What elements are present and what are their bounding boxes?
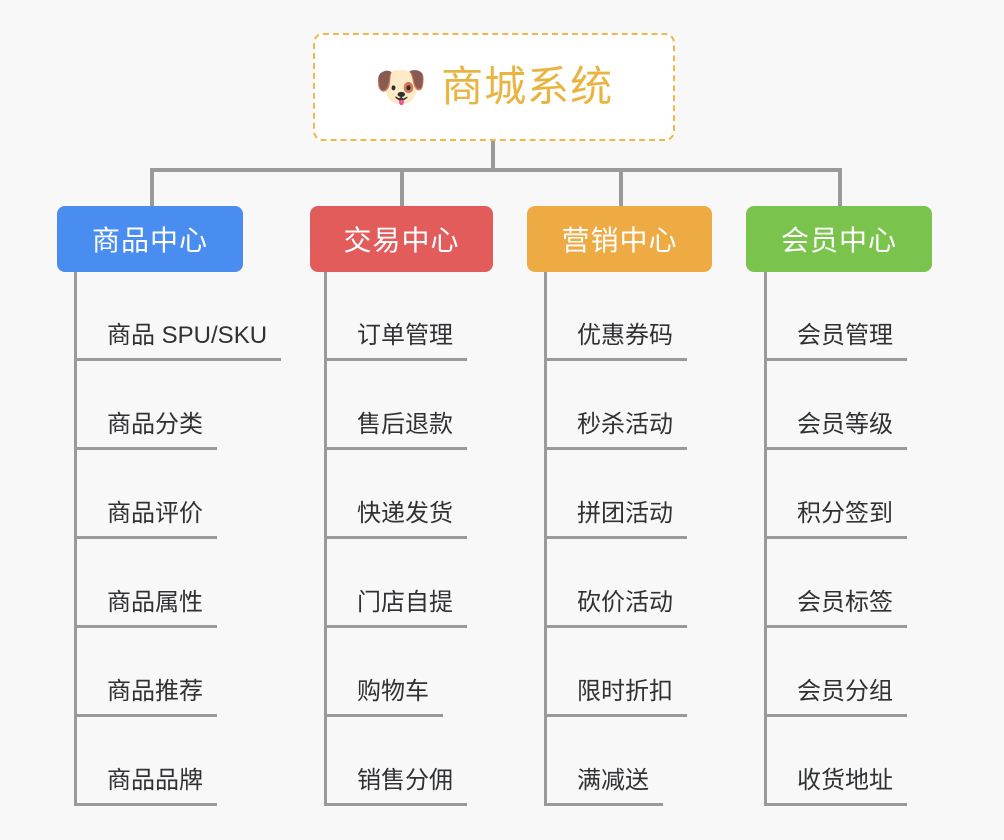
list-item[interactable]: 门店自提 (327, 539, 467, 628)
leaf-label: 收货地址 (767, 769, 907, 806)
leaf-label: 满减送 (547, 769, 663, 806)
branch-header-member-center[interactable]: 会员中心 (746, 206, 932, 272)
list-item[interactable]: 购物车 (327, 628, 467, 717)
branch-header-label: 会员中心 (780, 225, 897, 256)
leaf-list-trade-center: 订单管理 售后退款 快递发货 门店自提 购物车 销售分佣 (324, 272, 467, 806)
leaf-label: 门店自提 (327, 591, 467, 628)
leaf-label: 商品推荐 (77, 680, 217, 717)
leaf-label: 限时折扣 (547, 680, 687, 717)
leaf-list-product-center: 商品 SPU/SKU 商品分类 商品评价 商品属性 商品推荐 商品品牌 (74, 272, 282, 806)
leaf-label: 会员管理 (767, 324, 907, 361)
branch-column-2: 交易中心 (310, 206, 493, 272)
connector-drop-2 (400, 168, 404, 208)
branch-header-trade-center[interactable]: 交易中心 (310, 206, 493, 272)
leaf-label: 快递发货 (327, 502, 467, 539)
connector-root-stem (491, 141, 495, 171)
leaf-label: 商品 SPU/SKU (77, 324, 282, 361)
leaf-list-marketing-center: 优惠券码 秒杀活动 拼团活动 砍价活动 限时折扣 满减送 (544, 272, 687, 806)
connector-drop-3 (619, 168, 623, 208)
list-item[interactable]: 订单管理 (327, 272, 467, 361)
branch-column-1: 商品中心 (57, 206, 243, 272)
connector-horizontal-bus (150, 168, 840, 172)
list-item[interactable]: 商品分类 (77, 361, 281, 450)
shiba-dog-face-icon: 🐶 (374, 63, 428, 110)
list-item[interactable]: 会员管理 (767, 272, 907, 361)
list-item[interactable]: 秒杀活动 (547, 361, 687, 450)
leaf-list-member-center: 会员管理 会员等级 积分签到 会员标签 会员分组 收货地址 (764, 272, 907, 806)
list-item[interactable]: 积分签到 (767, 450, 907, 539)
leaf-label: 会员等级 (767, 413, 907, 450)
leaf-label: 销售分佣 (327, 769, 467, 806)
list-item[interactable]: 会员标签 (767, 539, 907, 628)
branch-header-label: 商品中心 (91, 225, 208, 256)
list-item[interactable]: 商品推荐 (77, 628, 281, 717)
leaf-label: 会员分组 (767, 680, 907, 717)
leaf-label: 会员标签 (767, 591, 907, 628)
branch-header-marketing-center[interactable]: 营销中心 (527, 206, 712, 272)
leaf-label: 拼团活动 (547, 502, 687, 539)
root-node[interactable]: 🐶 商城系统 (313, 33, 675, 141)
list-item[interactable]: 会员等级 (767, 361, 907, 450)
leaf-label: 商品分类 (77, 413, 217, 450)
list-item[interactable]: 限时折扣 (547, 628, 687, 717)
leaf-label: 商品属性 (77, 591, 217, 628)
list-item[interactable]: 商品品牌 (77, 717, 281, 806)
leaf-label: 订单管理 (327, 324, 467, 361)
leaf-label: 优惠券码 (547, 324, 687, 361)
leaf-label: 秒杀活动 (547, 413, 687, 450)
leaf-label: 购物车 (327, 680, 443, 717)
list-item[interactable]: 快递发货 (327, 450, 467, 539)
list-item[interactable]: 销售分佣 (327, 717, 467, 806)
list-item[interactable]: 商品属性 (77, 539, 281, 628)
connector-drop-4 (838, 168, 842, 208)
branch-column-3: 营销中心 (527, 206, 712, 272)
branch-header-label: 交易中心 (343, 225, 460, 256)
connector-drop-1 (150, 168, 154, 208)
branch-column-4: 会员中心 (746, 206, 932, 272)
list-item[interactable]: 拼团活动 (547, 450, 687, 539)
list-item[interactable]: 商品 SPU/SKU (77, 272, 282, 361)
list-item[interactable]: 收货地址 (767, 717, 907, 806)
list-item[interactable]: 会员分组 (767, 628, 907, 717)
list-item[interactable]: 优惠券码 (547, 272, 687, 361)
leaf-label: 积分签到 (767, 502, 907, 539)
branch-header-product-center[interactable]: 商品中心 (57, 206, 243, 272)
leaf-label: 售后退款 (327, 413, 467, 450)
list-item[interactable]: 售后退款 (327, 361, 467, 450)
list-item[interactable]: 商品评价 (77, 450, 281, 539)
leaf-label: 砍价活动 (547, 591, 687, 628)
leaf-label: 商品品牌 (77, 769, 217, 806)
list-item[interactable]: 满减送 (547, 717, 687, 806)
list-item[interactable]: 砍价活动 (547, 539, 687, 628)
leaf-label: 商品评价 (77, 502, 217, 539)
root-node-title: 商城系统 (441, 63, 614, 110)
branch-header-label: 营销中心 (561, 225, 678, 256)
